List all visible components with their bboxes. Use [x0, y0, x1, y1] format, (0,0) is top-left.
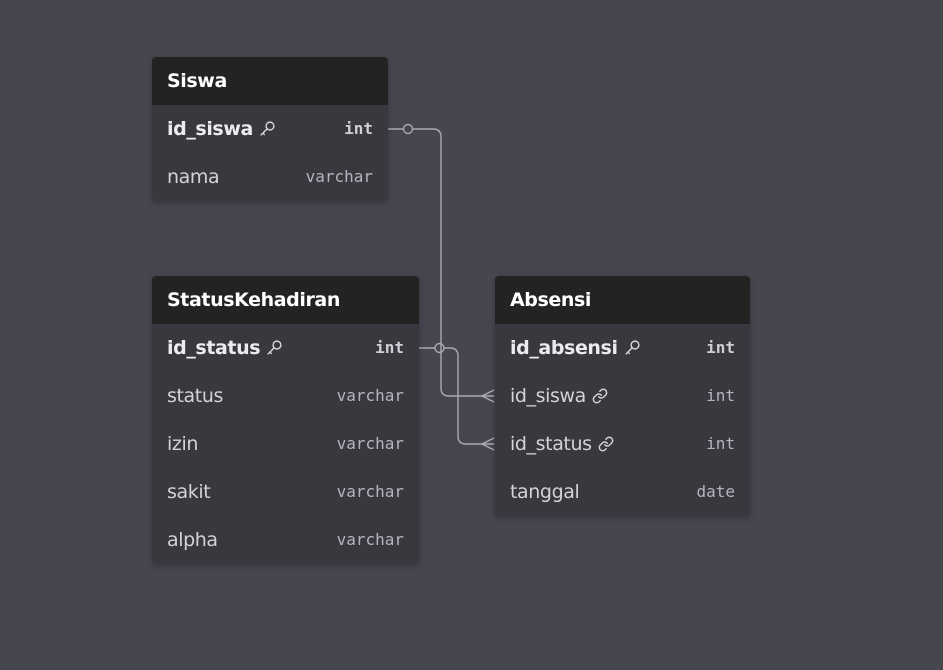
link-icon	[592, 388, 608, 403]
table-title: StatusKehadiran	[152, 276, 419, 324]
column-row-sakit[interactable]: sakit varchar	[152, 468, 419, 516]
column-name: id_siswa	[510, 385, 586, 407]
column-row-izin[interactable]: izin varchar	[152, 420, 419, 468]
column-type: int	[375, 338, 404, 357]
column-type: varchar	[305, 167, 373, 186]
column-type: date	[696, 482, 735, 501]
one-cardinality-marker	[434, 342, 445, 354]
column-name: nama	[167, 166, 220, 188]
column-name: id_status	[167, 337, 261, 359]
key-icon	[267, 340, 282, 355]
table-title: Absensi	[495, 276, 750, 324]
link-icon	[598, 436, 613, 451]
column-type: int	[706, 338, 735, 357]
column-row-id-siswa-fk[interactable]: id_siswa int	[495, 372, 750, 420]
table-absensi[interactable]: Absensi id_absensi int id_siswa int id_s…	[495, 276, 750, 516]
column-row-id-absensi[interactable]: id_absensi int	[495, 324, 750, 372]
column-row-id-status[interactable]: id_status int	[152, 324, 419, 372]
column-type: varchar	[336, 530, 404, 549]
column-name: id_siswa	[167, 118, 253, 140]
many-cardinality-marker	[480, 389, 495, 403]
column-type: varchar	[336, 386, 404, 405]
column-row-id-status-fk[interactable]: id_status int	[495, 420, 750, 468]
column-type: int	[706, 434, 735, 453]
table-siswa[interactable]: Siswa id_siswa int nama varchar	[152, 57, 388, 201]
column-row-nama[interactable]: nama varchar	[152, 153, 388, 201]
relationship-line-status-absensi[interactable]	[419, 347, 494, 445]
table-title: Siswa	[152, 57, 388, 105]
column-type: varchar	[336, 482, 404, 501]
key-icon	[260, 121, 275, 136]
column-type: int	[706, 386, 735, 405]
column-name: status	[167, 385, 223, 407]
column-row-tanggal[interactable]: tanggal date	[495, 468, 750, 516]
key-icon	[625, 340, 640, 355]
column-name: sakit	[167, 481, 211, 503]
one-cardinality-marker	[402, 123, 414, 135]
many-cardinality-marker	[480, 437, 495, 451]
column-name: izin	[167, 433, 198, 455]
column-row-status[interactable]: status varchar	[152, 372, 419, 420]
column-type: int	[344, 119, 373, 138]
table-status-kehadiran[interactable]: StatusKehadiran id_status int status var…	[152, 276, 419, 564]
column-name: id_absensi	[510, 337, 618, 359]
column-row-alpha[interactable]: alpha varchar	[152, 516, 419, 564]
column-row-id-siswa[interactable]: id_siswa int	[152, 105, 388, 153]
column-name: id_status	[510, 433, 592, 455]
column-name: alpha	[167, 529, 218, 551]
column-name: tanggal	[510, 481, 580, 503]
column-type: varchar	[336, 434, 404, 453]
